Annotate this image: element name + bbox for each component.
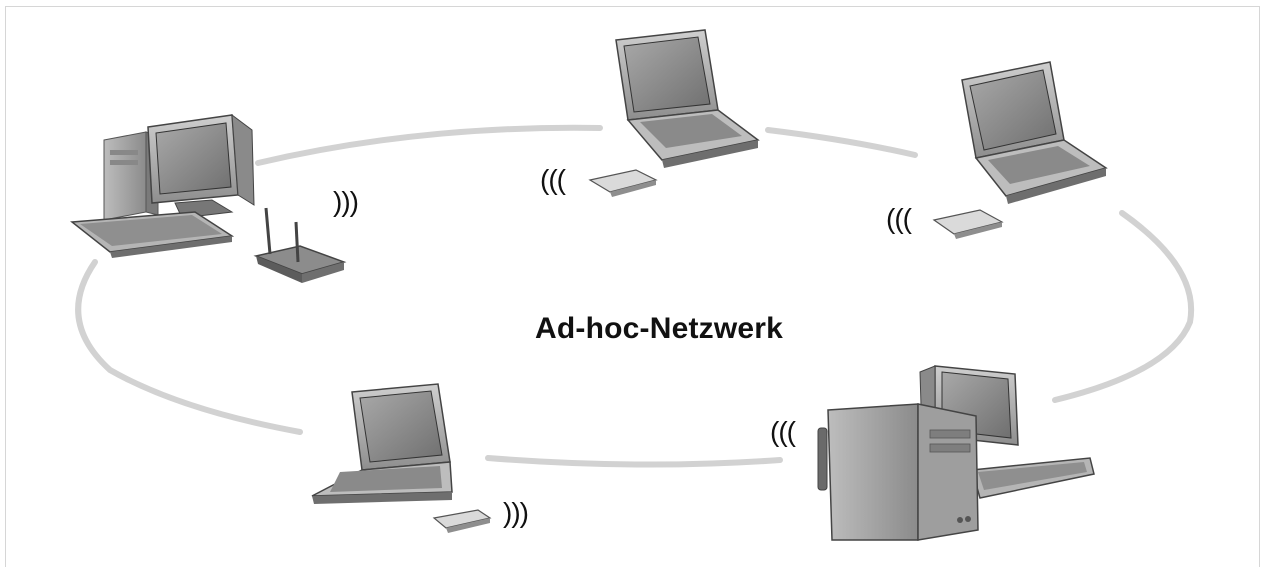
diagram-frame xyxy=(5,6,1260,567)
desktop-left-icon xyxy=(70,113,347,283)
ring-arc-left xyxy=(75,259,303,435)
laptop-bottom-left-icon xyxy=(311,383,492,533)
laptop-top-right-icon xyxy=(932,61,1108,239)
signal-waves-desktop-bottom-right: ((( xyxy=(770,416,796,447)
ring-arc-right xyxy=(1052,210,1195,403)
signal-waves-laptop-top-center: ((( xyxy=(540,164,566,195)
signal-waves-laptop-bottom-left: ))) xyxy=(503,497,529,528)
ring-arc-top-left xyxy=(255,124,603,166)
ring-arcs xyxy=(75,124,1195,468)
laptop-top-center-icon xyxy=(588,29,760,197)
ring-arc-top-right xyxy=(765,127,918,158)
desktop-bottom-right-icon xyxy=(817,365,1095,541)
diagram-title: Ad-hoc-Netzwerk xyxy=(535,312,784,345)
ring-arc-bottom xyxy=(485,455,783,468)
signal-waves-desktop-left: ))) xyxy=(333,186,359,217)
signal-waves-laptop-top-right: ((( xyxy=(886,203,912,234)
